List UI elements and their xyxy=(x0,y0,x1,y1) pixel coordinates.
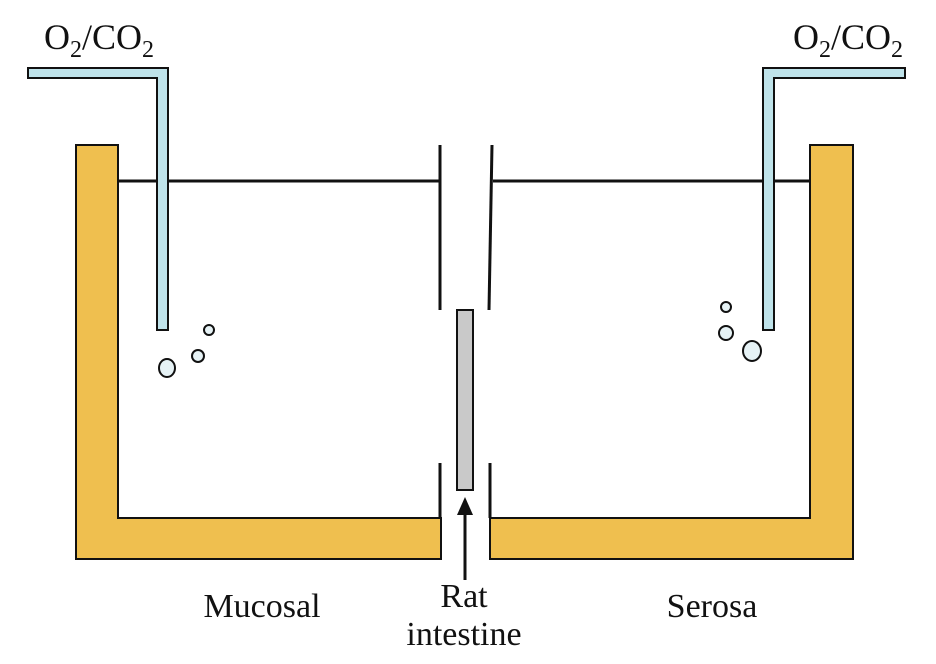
right-chamber-wall xyxy=(489,144,854,560)
left-gas-tube xyxy=(27,67,169,331)
right-gas-label: O2/CO2 xyxy=(793,17,903,63)
rat-intestine-label-line2: intestine xyxy=(406,616,521,653)
right-gas-tube xyxy=(762,67,906,331)
left-chamber-wall xyxy=(75,144,442,560)
rat-intestine-label-line1: Rat xyxy=(440,578,488,615)
bubble xyxy=(158,358,176,378)
mucosal-label: Mucosal xyxy=(203,588,320,625)
right-partition-upper xyxy=(487,144,494,311)
bubble xyxy=(720,301,732,313)
bubble xyxy=(191,349,205,363)
rat-intestine-strip xyxy=(456,309,474,491)
bubble xyxy=(203,324,215,336)
tissue-arrow-head xyxy=(457,497,473,515)
bubble xyxy=(742,340,762,362)
serosa-label: Serosa xyxy=(667,588,758,625)
left-gas-label: O2/CO2 xyxy=(44,17,154,63)
bubble xyxy=(718,325,734,341)
